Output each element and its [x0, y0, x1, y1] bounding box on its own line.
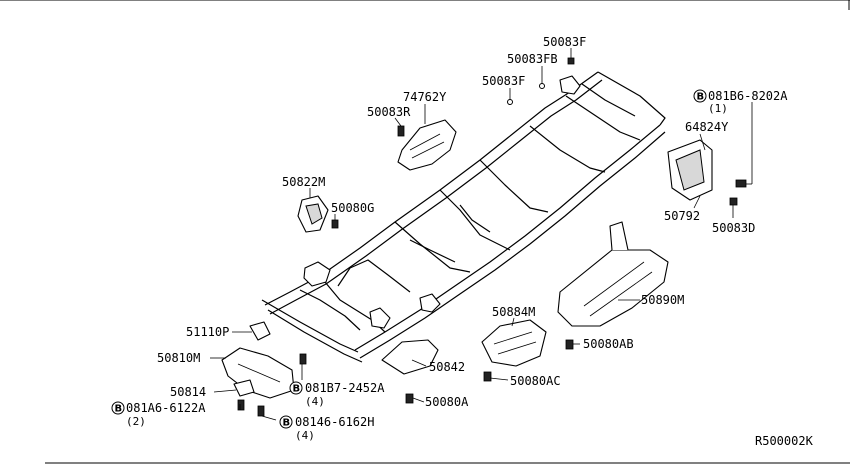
callout-081B7-2452A-qty: (4)	[305, 395, 325, 408]
callout-50083FB: 50083FB	[507, 52, 558, 66]
callout-08146-6162H: 08146-6162H	[295, 415, 374, 429]
callout-081B6-8202A-qty: (1)	[708, 102, 728, 115]
callout-50083F-top: 50083F	[543, 35, 586, 49]
bolt-08146-6162H	[257, 405, 265, 417]
callout-081B6-8202A: 081B6-8202A	[708, 89, 788, 103]
bolt-marker-letter: B	[283, 418, 291, 429]
bolt-50083D	[729, 197, 738, 206]
callout-081A6-6122A-group: B 081A6-6122A (2)	[111, 401, 206, 428]
clip-50083F-top	[567, 57, 575, 65]
callout-74762Y: 74762Y	[403, 90, 447, 104]
bolt-marker-letter: B	[697, 92, 705, 103]
bolt-50080AC	[483, 371, 492, 382]
bolt-081B7-2452A	[299, 353, 307, 365]
ladder-frame	[261, 71, 666, 363]
callout-51110P: 51110P	[186, 325, 229, 339]
part-51110P-bracket	[249, 321, 271, 341]
part-74762Y-plate	[397, 119, 457, 171]
callout-081A6-6122A-qty: (2)	[126, 415, 146, 428]
callout-50842: 50842	[429, 360, 465, 374]
diagram-reference-code: R500002K	[755, 434, 814, 448]
part-50890M-skid-plate	[557, 249, 669, 327]
callout-64824Y: 64824Y	[685, 120, 729, 134]
bolt-081A6-6122A	[237, 399, 245, 411]
clip-50083FB	[539, 83, 545, 89]
callout-50080AC: 50080AC	[510, 374, 561, 388]
bolt-marker-icon	[289, 381, 303, 395]
bolt-50080G	[331, 219, 339, 229]
callout-08146-6162H-qty: (4)	[295, 429, 315, 442]
callout-081B6-8202A-group: B 081B6-8202A (1)	[693, 89, 788, 115]
callout-081B7-2452A: 081B7-2452A	[305, 381, 385, 395]
part-50884M-skid-plate	[481, 319, 547, 367]
callout-081A6-6122A: 081A6-6122A	[126, 401, 206, 415]
part-50814-brace	[233, 379, 255, 397]
bolt-marker-icon	[111, 401, 125, 415]
callout-50083R: 50083R	[367, 105, 411, 119]
callout-50884M: 50884M	[492, 305, 535, 319]
callout-50080AB: 50080AB	[583, 337, 634, 351]
leader-lines	[210, 48, 753, 421]
callout-50792: 50792	[664, 209, 700, 223]
callout-081B7-2452A-group: B 081B7-2452A (4)	[289, 381, 385, 408]
bolt-marker-icon	[693, 89, 707, 103]
callout-50814: 50814	[170, 385, 206, 399]
callout-50083F-left: 50083F	[482, 74, 525, 88]
callout-08146-6162H-group: B 08146-6162H (4)	[279, 415, 374, 442]
callout-50822M: 50822M	[282, 175, 325, 189]
bolt-50083R	[397, 125, 405, 137]
callout-50810M: 50810M	[157, 351, 200, 365]
bolt-marker-letter: B	[293, 384, 301, 395]
callout-50083D: 50083D	[712, 221, 755, 235]
bolt-50080A	[405, 393, 414, 404]
bolt-081B6-8202A	[735, 179, 747, 188]
bolt-marker-letter: B	[115, 404, 123, 415]
callout-50080A: 50080A	[425, 395, 469, 409]
clip-50083F-left	[507, 99, 513, 105]
bolt-marker-icon	[279, 415, 293, 429]
callout-50080G: 50080G	[331, 201, 374, 215]
callout-50890M: 50890M	[641, 293, 684, 307]
bolt-50080AB	[565, 339, 574, 350]
